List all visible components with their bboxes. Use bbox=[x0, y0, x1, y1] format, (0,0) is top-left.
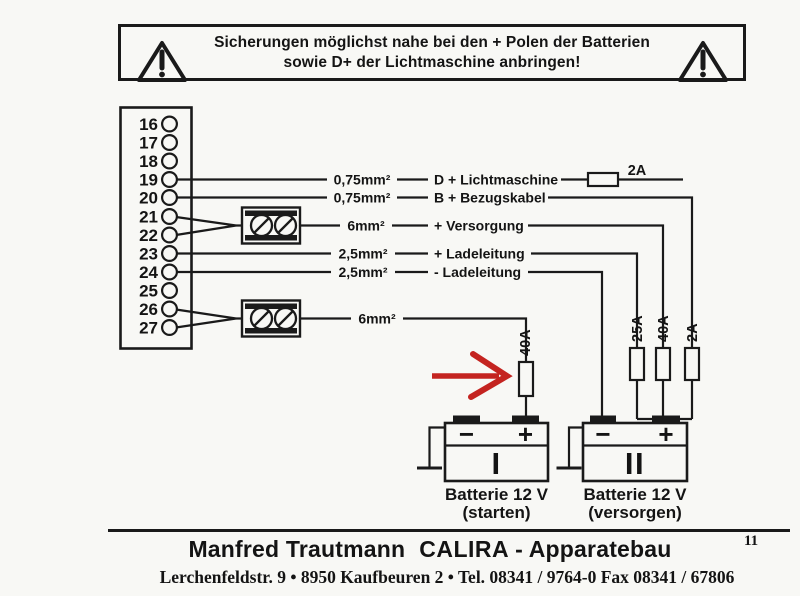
wire-label: + Versorgung bbox=[434, 218, 524, 234]
wire-gauge-labels: 0,75mm² 0,75mm² 6mm² 2,5mm² 2,5mm² 6mm² bbox=[327, 171, 403, 327]
battery-terminal-post bbox=[590, 415, 616, 424]
footer-address-line: Lerchenfeldstr. 9 • 8950 Kaufbeuren 2 • … bbox=[159, 567, 735, 587]
gauge-label: 0,75mm² bbox=[334, 172, 391, 188]
brand-name: CALIRA bbox=[419, 536, 510, 562]
fuse-label: 40A bbox=[656, 315, 672, 342]
screw-connector-block bbox=[240, 299, 302, 338]
ground-wire bbox=[567, 426, 583, 468]
battery-numeral: I bbox=[491, 446, 501, 481]
plus-sign: + bbox=[658, 419, 673, 449]
terminal-number: 16 bbox=[139, 115, 158, 134]
gauge-label: 2,5mm² bbox=[338, 264, 387, 280]
battery-label: (starten) bbox=[462, 503, 530, 522]
fuse-ladeleitung: 25A bbox=[628, 315, 646, 382]
terminal-number: 23 bbox=[139, 245, 158, 264]
screw-connector-block bbox=[240, 206, 302, 245]
ground-wire bbox=[428, 426, 445, 468]
battery-terminal-post bbox=[453, 415, 480, 424]
wire-ladeleitung-minus bbox=[177, 270, 604, 417]
terminal-number: 27 bbox=[139, 319, 158, 338]
wire-starter-stubs bbox=[175, 308, 237, 329]
battery-label: Batterie 12 V bbox=[584, 485, 688, 504]
terminal-number: 26 bbox=[139, 300, 158, 319]
battery-terminal-post bbox=[652, 415, 680, 424]
wire-label: B + Bezugskabel bbox=[434, 190, 546, 206]
fuse-label: 2A bbox=[628, 163, 647, 179]
gauge-label: 6mm² bbox=[358, 311, 396, 327]
wire-label: D + Lichtmaschine bbox=[434, 172, 558, 188]
footer-company-line: Manfred Trautmann CALIRA- Apparatebau bbox=[30, 536, 800, 563]
battery-label: (versorgen) bbox=[588, 503, 682, 522]
wire-label: + Ladeleitung bbox=[434, 246, 525, 262]
battery-2-supply: − + II Batterie 12 V (versorgen) bbox=[556, 415, 689, 522]
terminal-number: 17 bbox=[139, 134, 158, 153]
warning-triangle-icon bbox=[137, 41, 187, 82]
battery-1-starter: − + I Batterie 12 V (starten) bbox=[417, 415, 550, 522]
terminal-number: 24 bbox=[139, 263, 158, 282]
fuse-label: 25A bbox=[630, 315, 646, 342]
terminal-number: 21 bbox=[139, 208, 158, 227]
fuse-starter: 40A bbox=[517, 329, 535, 398]
minus-sign: − bbox=[459, 419, 474, 449]
warning-line-1: Sicherungen möglichst nahe bei den + Pol… bbox=[214, 34, 650, 51]
warning-triangle-icon bbox=[678, 41, 728, 82]
page-number: 11 bbox=[744, 533, 759, 549]
warning-line-2: sowie D+ der Lichtmaschine anbringen! bbox=[283, 53, 581, 71]
fuse-lichtmaschine: 2A bbox=[586, 163, 647, 188]
warning-text: Sicherungen möglichst nahe bei den + Pol… bbox=[191, 27, 673, 78]
company-suffix: - Apparatebau bbox=[515, 536, 672, 562]
fuse-versorgung: 40A bbox=[654, 315, 672, 382]
company-name: Manfred Trautmann bbox=[188, 536, 406, 562]
footer-divider bbox=[108, 529, 790, 532]
warning-banner: Sicherungen möglichst nahe bei den + Pol… bbox=[118, 24, 746, 82]
red-arrow-pointer bbox=[432, 351, 513, 400]
plus-sign: + bbox=[518, 419, 533, 449]
fuse-bezugskabel: 2A bbox=[683, 323, 701, 382]
battery-terminal-post bbox=[512, 415, 539, 424]
wire-label: - Ladeleitung bbox=[434, 264, 521, 280]
terminal-contacts bbox=[161, 115, 179, 337]
terminal-number: 18 bbox=[139, 152, 158, 171]
battery-numeral: II bbox=[625, 446, 645, 481]
gauge-label: 0,75mm² bbox=[334, 190, 391, 206]
terminal-number: 25 bbox=[139, 282, 158, 301]
terminal-number: 19 bbox=[139, 171, 158, 190]
terminal-number: 20 bbox=[139, 189, 158, 208]
minus-sign: − bbox=[595, 419, 610, 449]
wire-name-labels: D + Lichtmaschine B + Bezugskabel + Vers… bbox=[428, 171, 561, 281]
fuse-label: 40A bbox=[518, 329, 534, 356]
terminal-numbers: 16 17 18 19 20 21 22 23 24 25 26 27 bbox=[139, 115, 158, 338]
terminal-strip bbox=[119, 106, 193, 350]
wire-versorgung-stubs bbox=[175, 215, 237, 237]
terminal-number: 22 bbox=[139, 226, 158, 245]
battery-label: Batterie 12 V bbox=[445, 485, 549, 504]
gauge-label: 6mm² bbox=[347, 218, 385, 234]
fuse-label: 2A bbox=[685, 323, 701, 342]
gauge-label: 2,5mm² bbox=[338, 246, 387, 262]
